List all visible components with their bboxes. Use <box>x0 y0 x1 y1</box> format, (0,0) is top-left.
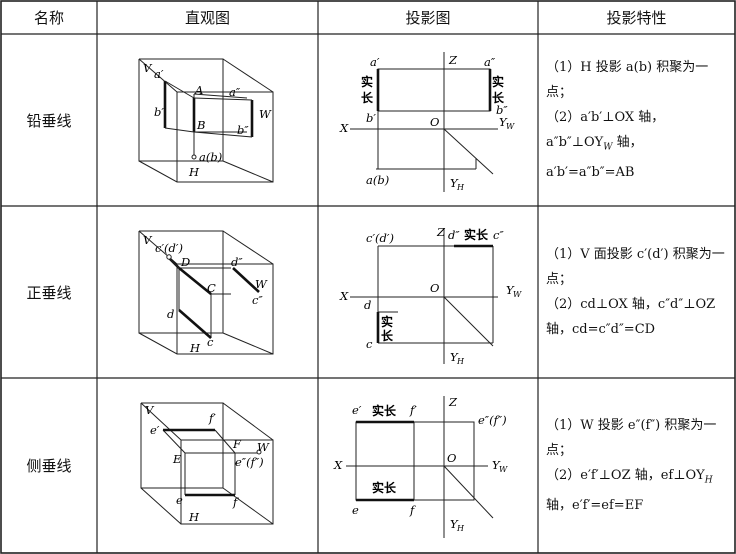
header-projection: 投影图 <box>405 9 451 27</box>
proj-b-prime: b′ <box>366 111 376 125</box>
proj-shichang-1b: 长 <box>361 90 374 105</box>
row-name-vertical-v: 正垂线 <box>26 283 72 302</box>
proj-shichang-top: 实长 <box>372 403 397 418</box>
proj-YW: Y <box>499 115 508 129</box>
proj-YW: Y <box>492 458 501 472</box>
properties-row-1: （1）H 投影 a(b) 积聚为一点； （2）a′b′⊥OX 轴，a″b″⊥OY… <box>538 34 735 206</box>
proj-YH-sub: H <box>456 357 465 366</box>
prop-2-line-1: （1）V 面投影 c′(d′) 积聚为一点； <box>546 247 725 287</box>
proj-YH: Y <box>450 350 459 364</box>
proj-ab: a(b) <box>366 173 389 187</box>
proj-b-dprime: b″ <box>496 103 508 117</box>
header-direct-view: 直观图 <box>184 9 230 27</box>
proj-YW-sub: W <box>513 290 522 299</box>
row-name-vertical-h: 铅垂线 <box>26 111 72 130</box>
proj-e-prime: e′ <box>352 403 362 417</box>
label-f: f <box>232 495 239 509</box>
label-f-prime: f′ <box>208 411 216 425</box>
prop-3-line-1: （1）W 投影 e″(f″) 积聚为一点； <box>546 417 717 458</box>
proj-O: O <box>430 281 440 295</box>
prop-2-line-2: （2）cd⊥OX 轴，c″d″⊥OZ 轴，cd=c″d″=CD <box>546 297 716 337</box>
label-C: C <box>207 281 216 295</box>
label-d-dprime: d″ <box>231 255 243 269</box>
label-B: B <box>196 118 205 132</box>
label-D: D <box>180 255 190 269</box>
label-H: H <box>188 510 200 524</box>
label-H: H <box>188 165 200 179</box>
proj-X: X <box>339 289 349 303</box>
proj-Z: Z <box>448 53 458 67</box>
projection-diagram-3: e′ 实长 f′ Z e″(f″) X O Y W 实长 e f Y H <box>333 395 508 538</box>
proj-O: O <box>447 451 457 465</box>
prop-1-line-1: （1）H 投影 a(b) 积聚为一点； <box>546 59 709 100</box>
projection-diagram-2: c′(d′) Z d″ 实长 c″ X O Y W d 实 长 c Y H <box>339 225 522 366</box>
direct-view-diagram-3: V e′ f′ F W E e″(f″) e f H <box>140 402 274 525</box>
proj-YW-sub: W <box>499 465 508 474</box>
proj-YH-sub: H <box>456 183 465 192</box>
direct-view-diagram-2: V c′(d′) D d″ W C c″ d H c <box>138 230 274 355</box>
proj-d-dprime: d″ <box>448 228 460 242</box>
projection-diagram-1: a′ a″ b′ b″ 实 长 实 长 Z X O Y W Y H a(b) <box>339 52 515 192</box>
proj-YH: Y <box>450 176 459 190</box>
proj-shichang-2b: 长 <box>492 90 505 105</box>
label-V: V <box>143 233 153 247</box>
label-W: W <box>259 107 272 121</box>
label-W: W <box>257 440 270 454</box>
proj-YW: Y <box>506 283 515 297</box>
properties-row-2: （1）V 面投影 c′(d′) 积聚为一点； （2）cd⊥OX 轴，c″d″⊥O… <box>538 206 735 378</box>
proj-Z: Z <box>436 225 446 239</box>
proj-shichang-bottom: 实长 <box>372 480 397 495</box>
prop-3-line-2: （2）e′f′⊥OZ 轴，ef⊥OYH 轴，e′f′=ef=EF <box>546 467 713 514</box>
label-c: c <box>207 335 214 349</box>
proj-ef-dprime: e″(f″) <box>478 413 507 427</box>
proj-YH: Y <box>450 517 459 531</box>
proj-cd-prime: c′(d′) <box>366 231 394 245</box>
proj-d: d <box>364 298 371 312</box>
label-F: F <box>232 437 242 451</box>
label-a-dprime: a″ <box>229 85 241 99</box>
proj-c-dprime: c″ <box>493 228 504 242</box>
label-E: E <box>172 452 182 466</box>
proj-a-prime: a′ <box>370 55 380 69</box>
label-ab: a(b) <box>199 150 222 164</box>
label-e-prime: e′ <box>150 423 160 437</box>
proj-a-dprime: a″ <box>484 55 496 69</box>
label-A: A <box>194 83 203 97</box>
proj-shichang-2a: 实 <box>492 74 504 89</box>
proj-shichang-v1: 实 <box>381 314 393 329</box>
proj-YW-sub: W <box>506 122 515 131</box>
label-ef-dprime: e″(f″) <box>235 455 264 469</box>
label-W: W <box>255 277 268 291</box>
proj-f: f <box>409 503 416 517</box>
proj-YH-sub: H <box>456 524 465 533</box>
properties-row-3: （1）W 投影 e″(f″) 积聚为一点； （2）e′f′⊥OZ 轴，ef⊥OY… <box>538 378 735 553</box>
label-b-dprime: b″ <box>237 123 249 137</box>
label-c-dprime: c″ <box>252 293 263 307</box>
proj-X: X <box>333 458 343 472</box>
label-H: H <box>189 341 201 355</box>
proj-O: O <box>430 115 440 129</box>
label-a-prime: a′ <box>154 67 164 81</box>
label-d: d <box>167 307 174 321</box>
header-name: 名称 <box>33 9 64 27</box>
label-e: e <box>176 493 183 507</box>
direct-view-diagram-1: V a′ A a″ W b′ B b″ a(b) H <box>138 58 274 183</box>
proj-e: e <box>352 503 359 517</box>
label-cd-prime: c′(d′) <box>155 241 183 255</box>
label-V: V <box>145 403 155 417</box>
proj-X: X <box>339 121 349 135</box>
row-name-vertical-w: 侧垂线 <box>26 457 72 475</box>
label-b-prime: b′ <box>154 105 164 119</box>
header-properties: 投影特性 <box>606 9 667 27</box>
proj-Z: Z <box>448 395 458 409</box>
prop-1-line-2: （2）a′b′⊥OX 轴，a″b″⊥OYW 轴，a′b′=a″b″=AB <box>546 109 665 181</box>
proj-shichang-v2: 长 <box>381 328 394 343</box>
proj-f-prime: f′ <box>409 403 417 417</box>
proj-c: c <box>366 337 373 351</box>
proj-shichang-1a: 实 <box>361 74 373 89</box>
label-V: V <box>143 61 153 75</box>
proj-shichang-h: 实长 <box>464 227 489 242</box>
